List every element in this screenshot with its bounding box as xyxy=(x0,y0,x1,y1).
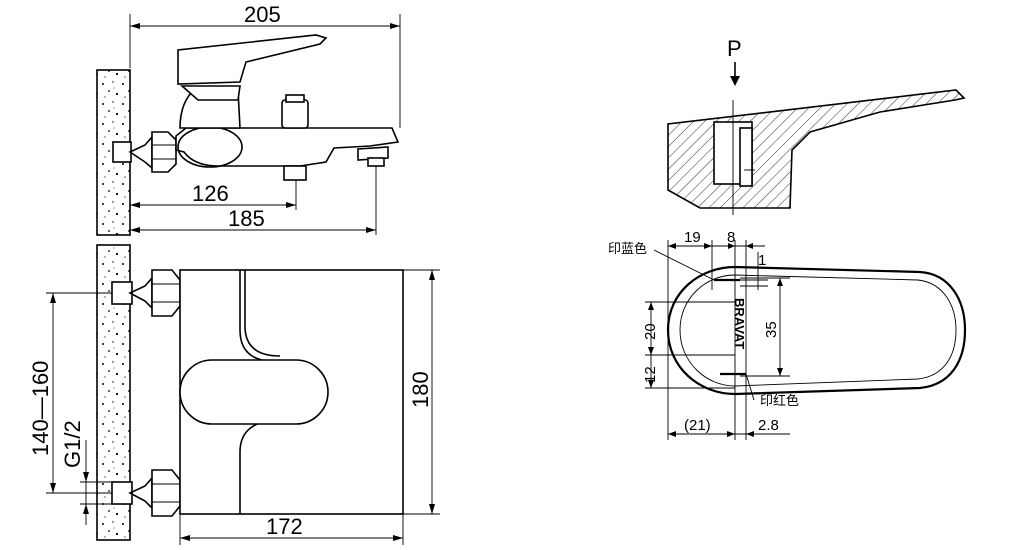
handle-top-view: BRAVAT 19 8 1 20 12 35 xyxy=(608,229,967,440)
dim-spout-outlet: 126 xyxy=(192,181,229,206)
dim-overall-length: 205 xyxy=(244,2,281,27)
faucet-body-side xyxy=(175,127,400,167)
dim-width: 172 xyxy=(266,514,303,539)
dim-2-8: 2.8 xyxy=(758,417,779,434)
handle-section-body xyxy=(667,89,966,209)
dim-8: 8 xyxy=(727,229,735,246)
dim-diverter: 185 xyxy=(228,206,265,231)
dim-21: (21) xyxy=(684,417,711,434)
front-view: 180 172 140—160 G1/2 xyxy=(28,244,440,545)
dim-12: 12 xyxy=(642,366,659,383)
handle-section-view: P xyxy=(667,36,966,215)
side-view: 205 126 185 xyxy=(96,2,401,236)
dim-19: 19 xyxy=(684,229,701,246)
lever-handle-side xyxy=(177,34,328,85)
print-blue-label: 印蓝色 xyxy=(608,241,647,257)
lever-handle-front xyxy=(179,359,329,425)
dim-35: 35 xyxy=(763,321,780,338)
dim-height: 180 xyxy=(408,371,433,408)
dim-thread: G1/2 xyxy=(60,420,85,468)
dim-centers: 140—160 xyxy=(28,361,53,456)
dim-20: 20 xyxy=(642,323,659,340)
pressure-label: P xyxy=(727,36,742,61)
handle-top-outline xyxy=(666,265,967,396)
diverter-knob xyxy=(281,99,309,129)
hex-nut-bottom xyxy=(151,469,181,517)
hex-nut-top xyxy=(151,269,181,317)
brand-mark: BRAVAT xyxy=(732,298,747,349)
print-red-label: 印红色 xyxy=(760,393,799,409)
dim-1: 1 xyxy=(758,252,766,269)
hex-nut-side xyxy=(151,131,177,173)
